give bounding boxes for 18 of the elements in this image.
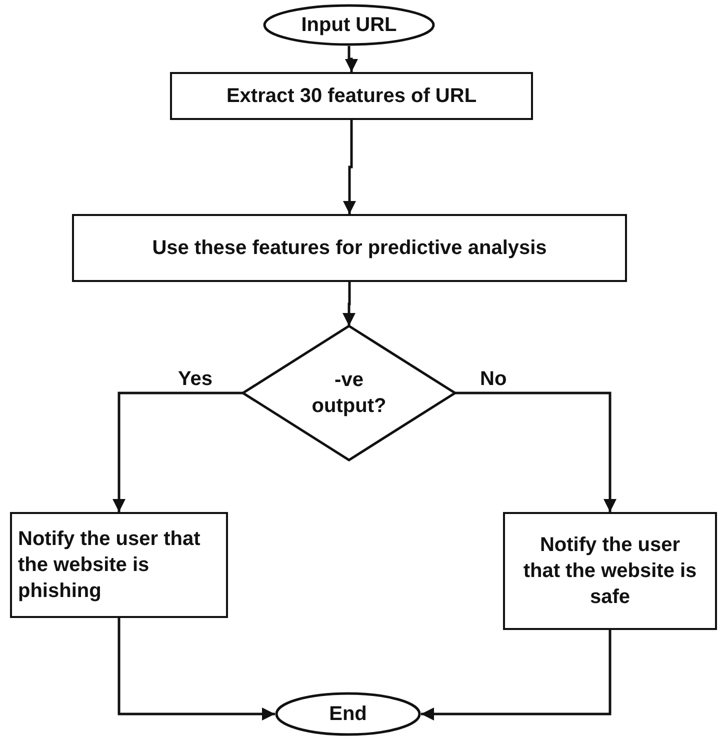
process-box	[170, 72, 533, 120]
node-text: Extract 30 features of URL	[225, 84, 478, 109]
process-box	[503, 512, 717, 630]
node-text: Notify the user that the website is safe	[522, 533, 698, 610]
arrow	[112, 392, 243, 512]
node-text: Input URL	[300, 13, 398, 38]
node-text: Use these features for predictive analysis	[151, 236, 548, 261]
arrow	[118, 618, 275, 720]
process-box	[10, 512, 228, 618]
node-text: Notify the user that the website is phishing	[17, 527, 202, 604]
arrow	[455, 392, 616, 512]
node-text: -ve output?	[310, 368, 388, 419]
arrow	[342, 282, 356, 326]
arrow	[345, 46, 358, 72]
node-text: End	[328, 702, 368, 727]
arrow	[343, 120, 356, 214]
process-box	[72, 214, 627, 282]
arrow	[421, 630, 612, 720]
